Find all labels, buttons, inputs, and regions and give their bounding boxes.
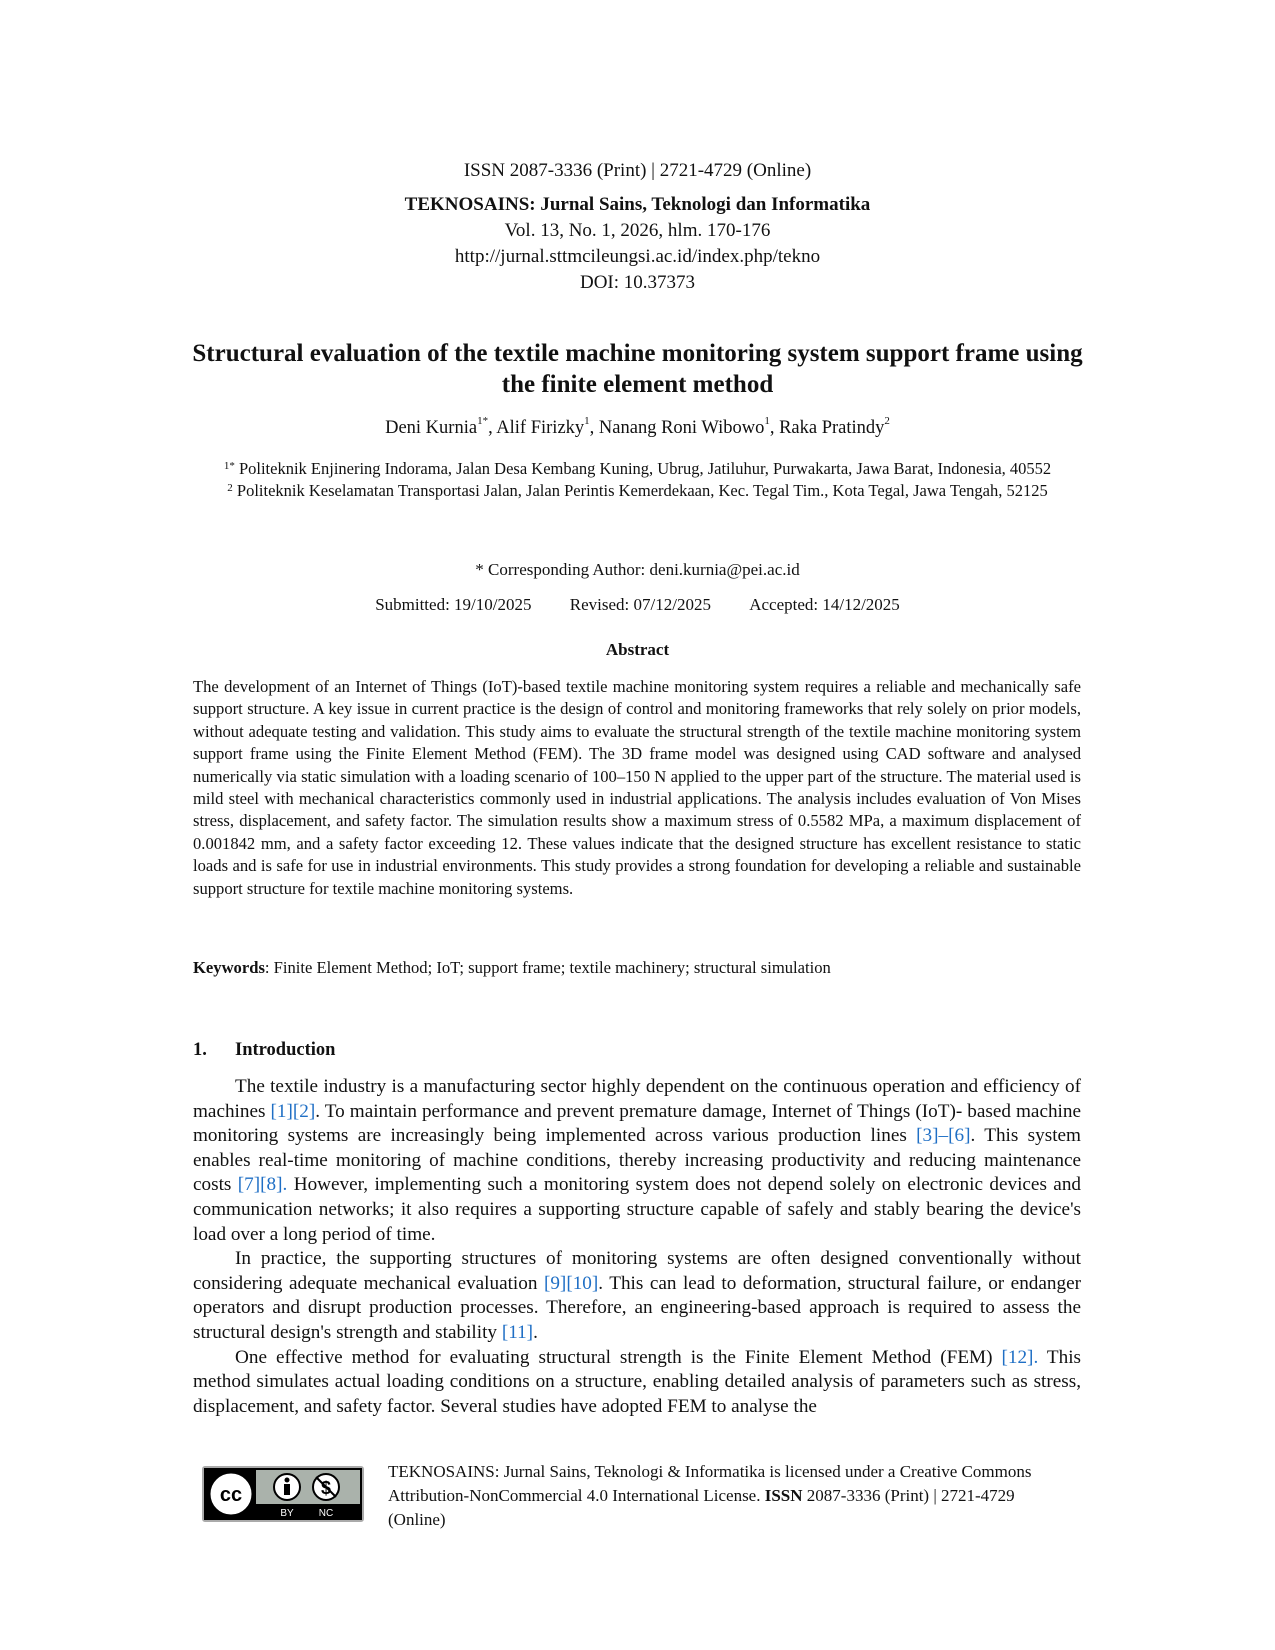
author: Alif Firizky: [496, 418, 585, 438]
keywords: Keywords: Finite Element Method; IoT; su…: [193, 958, 1081, 978]
license-text-b: 2087-3336 (Print) | 2721-4729 (Online): [388, 1486, 1015, 1529]
affiliation-sup: 2: [227, 482, 233, 494]
svg-text:NC: NC: [319, 1508, 333, 1519]
license-text-a: TEKNOSAINS: Jurnal Sains, Teknologi & In…: [388, 1462, 1032, 1505]
citation-link[interactable]: [7][8].: [237, 1174, 288, 1196]
svg-text:BY: BY: [280, 1508, 294, 1519]
author-list: Deni Kurnia1*, Alif Firizky1, Nanang Ron…: [385, 415, 890, 438]
affiliation: 2 Politeknik Keselamatan Transportasi Ja…: [200, 480, 1075, 502]
citation-link[interactable]: [9][10]: [543, 1272, 599, 1294]
article-dates: Submitted: 19/10/2025 Revised: 07/12/202…: [0, 595, 1275, 615]
journal-header: ISSN 2087-3336 (Print) | 2721-4729 (Onli…: [0, 158, 1275, 296]
corresponding-author: * Corresponding Author: deni.kurnia@pei.…: [475, 560, 800, 579]
author-sup: 2: [884, 415, 890, 427]
paragraph-text: The textile industry is a manufacturing …: [193, 1076, 1081, 1122]
intro-paragraph: In practice, the supporting structures o…: [193, 1247, 1081, 1345]
keywords-label: Keywords: [193, 958, 265, 977]
volume-info: Vol. 13, No. 1, 2026, hlm. 170-176: [504, 220, 771, 241]
author: Nanang Roni Wibowo: [598, 418, 765, 438]
abstract-text: The development of an Internet of Things…: [193, 677, 1081, 898]
accepted-date: Accepted: 14/12/2025: [749, 595, 900, 614]
section-title: Introduction: [235, 1040, 336, 1060]
citation-link[interactable]: [12].: [1001, 1346, 1039, 1368]
license-text: TEKNOSAINS: Jurnal Sains, Teknologi & In…: [388, 1460, 1048, 1532]
citation-link[interactable]: [11]: [501, 1321, 534, 1343]
section-number: 1.: [193, 1040, 207, 1060]
affiliation-text: Politeknik Enjinering Indorama, Jalan De…: [238, 459, 1052, 478]
intro-paragraph: The textile industry is a manufacturing …: [193, 1075, 1081, 1247]
keywords-text: : Finite Element Method; IoT; support fr…: [264, 958, 831, 977]
paragraph-text: . To maintain performance and prevent pr…: [193, 1100, 1081, 1147]
citation-link[interactable]: [1][2]: [270, 1100, 316, 1122]
intro-paragraph: One effective method for evaluating stru…: [193, 1346, 1081, 1420]
doi: DOI: 10.37373: [579, 272, 696, 293]
paragraph-text: In practice, the supporting structures o…: [193, 1248, 1081, 1294]
license-footer: cc $ BY NC TEKNOSAINS: Jurnal Sains, Tek…: [202, 1460, 1062, 1540]
submitted-date: Submitted: 19/10/2025: [375, 595, 532, 614]
author: Deni Kurnia: [385, 418, 478, 438]
paragraph-text: One effective method for evaluating stru…: [235, 1346, 1002, 1368]
cc-by-nc-badge[interactable]: cc $ BY NC: [202, 1466, 364, 1522]
paragraph-text: . This can lead to deformation, structur…: [193, 1272, 1081, 1343]
issn: ISSN 2087-3336 (Print) | 2721-4729 (Onli…: [463, 160, 812, 181]
author-sup: 1: [584, 415, 590, 427]
affiliations: 1* Politeknik Enjinering Indorama, Jalan…: [200, 458, 1075, 502]
license-issn-label: ISSN: [764, 1486, 803, 1505]
paragraph-text: . This system enables real-time monitori…: [193, 1125, 1081, 1196]
revised-date: Revised: 07/12/2025: [569, 595, 711, 614]
affiliation-sup: 1*: [223, 460, 235, 472]
section-heading: 1. Introduction: [193, 1040, 335, 1061]
paragraph-text: This method simulates actual loading con…: [193, 1346, 1081, 1417]
journal-url[interactable]: http://jurnal.sttmcileungsi.ac.id/index.…: [454, 246, 821, 267]
paper-title: Structural evaluation of the textile mac…: [192, 340, 1083, 398]
abstract-heading: Abstract: [605, 640, 670, 659]
journal-title: TEKNOSAINS: Jurnal Sains, Teknologi dan …: [404, 194, 871, 215]
author-sup: 1: [764, 415, 770, 427]
introduction-body: The textile industry is a manufacturing …: [193, 1075, 1081, 1419]
affiliation: 1* Politeknik Enjinering Indorama, Jalan…: [200, 458, 1075, 480]
citation-link[interactable]: [3]–[6]: [916, 1125, 971, 1147]
affiliation-text: Politeknik Keselamatan Transportasi Jala…: [236, 481, 1048, 500]
paragraph-text: .: [533, 1321, 538, 1343]
author-sup: 1*: [477, 415, 489, 427]
paragraph-text: However, implementing such a monitoring …: [193, 1174, 1082, 1245]
cc-logo-text: cc: [220, 1484, 242, 1506]
author: Raka Pratindy: [779, 418, 885, 438]
